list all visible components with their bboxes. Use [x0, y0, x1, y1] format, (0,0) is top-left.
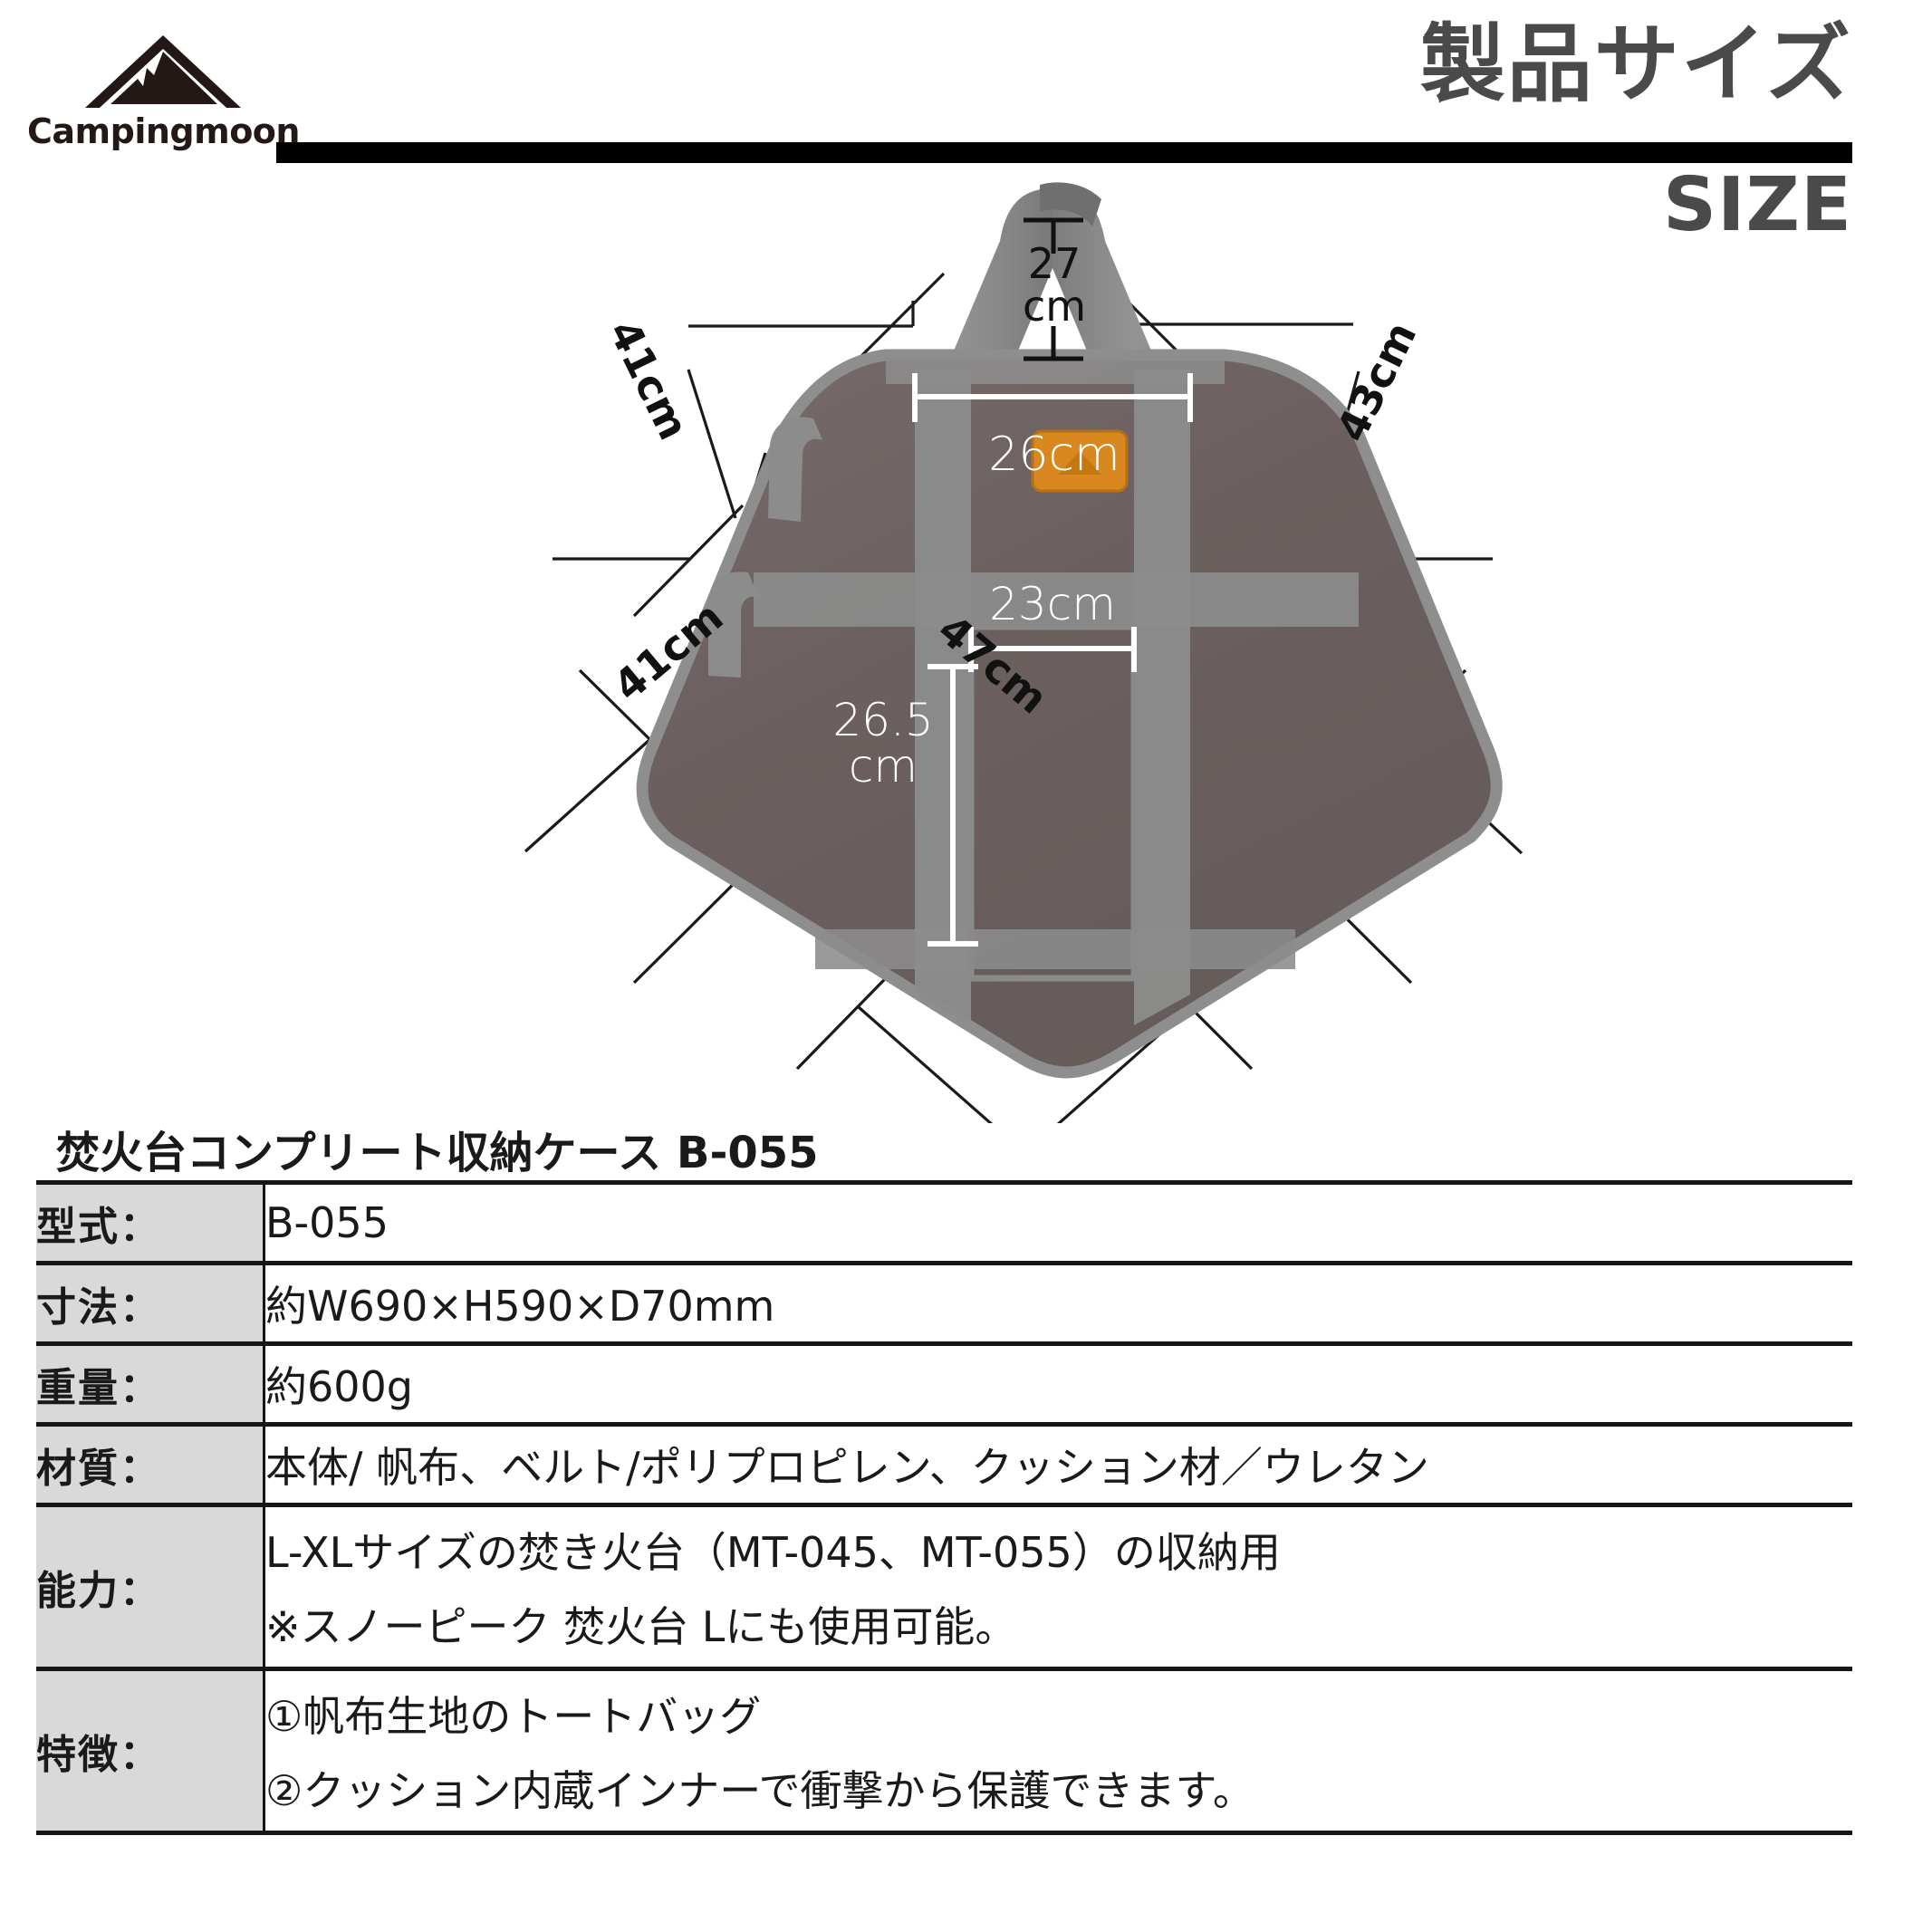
table-row: 特徴： ①帆布生地のトートバッグ ②クッション内蔵インナーで衝撃から保護できます… — [36, 1668, 1852, 1833]
spec-line: 約W690×H590×D70mm — [265, 1282, 775, 1331]
spec-key-features: 特徴： — [36, 1668, 265, 1833]
product-size-diagram: 27 cm 26cm 23cm 26.5 cm 41cm 43cm 41cm 4… — [0, 163, 1932, 1123]
spec-line: L-XLサイズの焚き火台（MT-045、MT-055）の収納用 — [265, 1528, 1281, 1577]
mountain-logo-icon — [85, 35, 241, 108]
header-divider-bar — [276, 142, 1852, 163]
bag-illustration — [524, 182, 1523, 1123]
spec-line: B-055 — [265, 1198, 389, 1247]
dimension-label-inner-width: 23cm — [989, 578, 1116, 630]
specification-table: 型式： B-055 寸法： 約W690×H590×D70mm 重量： 約600g… — [36, 1180, 1852, 1835]
spec-value-material: 本体/ 帆布、ベルト/ポリプロピレン、クッション材／ウレタン — [264, 1424, 1852, 1505]
bag-side-loops — [708, 417, 822, 678]
table-row: 寸法： 約W690×H590×D70mm — [36, 1263, 1852, 1344]
table-row: 重量： 約600g — [36, 1343, 1852, 1425]
page-title-ja: 製品サイズ — [1419, 15, 1852, 114]
spec-key-capacity: 能力： — [36, 1504, 265, 1669]
product-name-heading: 焚火台コンプリート収納ケース B-055 — [56, 1128, 819, 1178]
spec-line: ①帆布生地のトートバッグ — [265, 1692, 762, 1741]
dimension-label-handle-drop: 27 cm — [1022, 239, 1087, 331]
spec-value-weight: 約600g — [264, 1343, 1852, 1425]
spec-line: ※スノーピーク 焚火台 Lにも使用可能。 — [265, 1602, 1017, 1651]
spec-value-features: ①帆布生地のトートバッグ ②クッション内蔵インナーで衝撃から保護できます。 — [264, 1668, 1852, 1833]
spec-key-material: 材質： — [36, 1424, 265, 1505]
spec-key-model: 型式： — [36, 1182, 265, 1264]
spec-line: ②クッション内蔵インナーで衝撃から保護できます。 — [265, 1766, 1254, 1815]
spec-line: 本体/ 帆布、ベルト/ポリプロピレン、クッション材／ウレタン — [265, 1443, 1429, 1492]
spec-key-weight: 重量： — [36, 1343, 265, 1425]
table-row: 型式： B-055 — [36, 1182, 1852, 1264]
spec-key-dimensions: 寸法： — [36, 1263, 265, 1344]
page-title-en: SIZE — [1662, 162, 1852, 248]
dimension-label-top-width: 26cm — [988, 428, 1120, 482]
spec-line: 約600g — [265, 1362, 413, 1411]
table-row: 材質： 本体/ 帆布、ベルト/ポリプロピレン、クッション材／ウレタン — [36, 1424, 1852, 1505]
bag-front-straps — [754, 370, 1359, 1025]
page-header: Campingmoon 製品サイズ SIZE — [0, 0, 1932, 272]
handle-drop-ticks — [1024, 217, 1083, 361]
spec-value-dimensions: 約W690×H590×D70mm — [264, 1263, 1852, 1344]
brand-wordmark: Campingmoon — [27, 111, 300, 151]
on-bag-dimension-ticks — [912, 373, 1193, 947]
spec-value-model: B-055 — [264, 1182, 1852, 1264]
spec-value-capacity: L-XLサイズの焚き火台（MT-045、MT-055）の収納用 ※スノーピーク … — [264, 1504, 1852, 1669]
table-row: 能力： L-XLサイズの焚き火台（MT-045、MT-055）の収納用 ※スノー… — [36, 1504, 1852, 1669]
brand-logo: Campingmoon — [27, 32, 300, 151]
leather-patch-logo — [1031, 429, 1129, 493]
dimension-label-inner-height: 26.5 cm — [832, 694, 934, 793]
